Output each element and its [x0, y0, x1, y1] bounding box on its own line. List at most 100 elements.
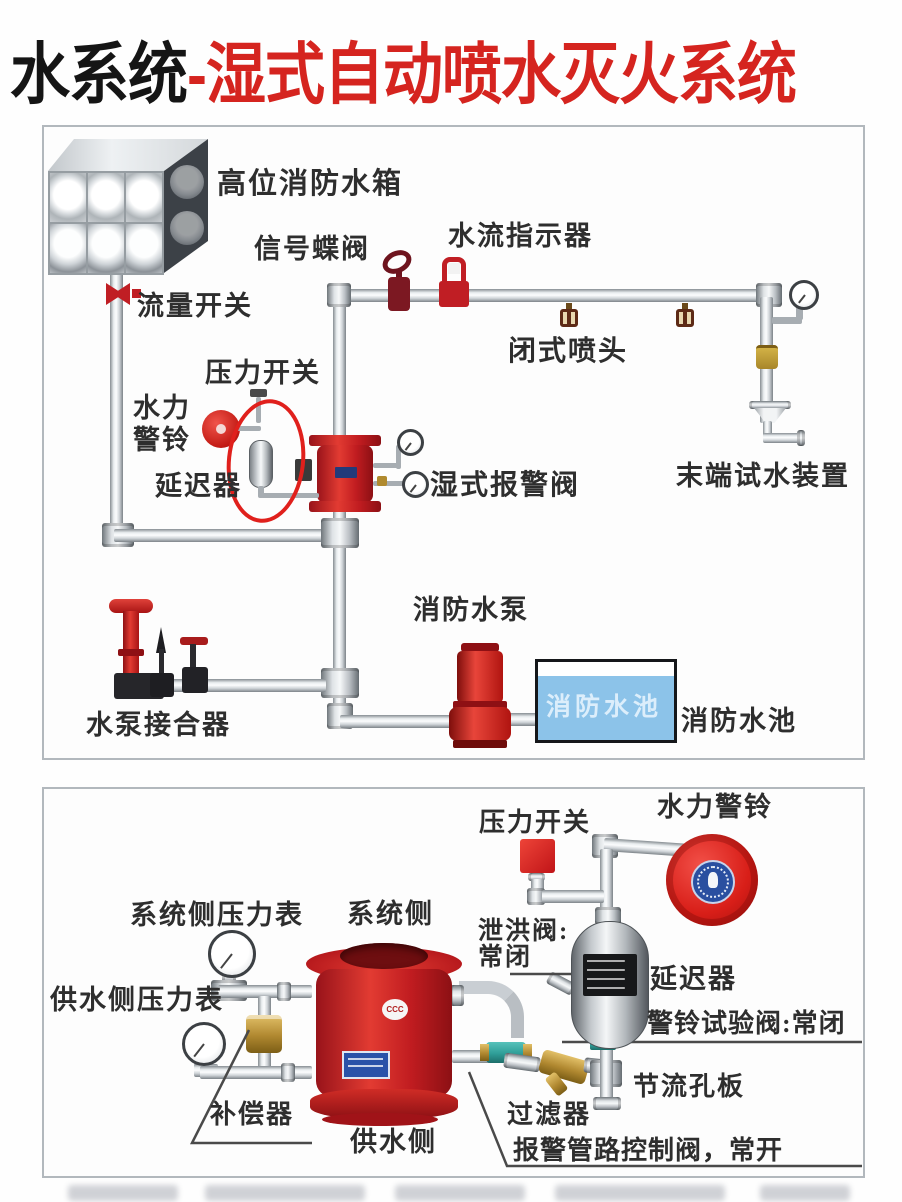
- label-tank: 高位消防水箱: [217, 168, 404, 200]
- wet-alarm-valve-icon: [317, 445, 373, 503]
- pipe-elbow: [327, 283, 351, 307]
- flow-indicator-body: [439, 281, 469, 307]
- pipe-flange: [450, 985, 464, 1006]
- valve-nut: [523, 1044, 532, 1061]
- valve-nut: [480, 1044, 489, 1061]
- pump-base: [453, 740, 507, 748]
- label-bell: 水力警铃: [657, 792, 773, 822]
- hydrant-collar: [118, 649, 144, 656]
- label-drain-valve-l2: 常闭: [478, 944, 533, 971]
- gauge-stem: [796, 304, 803, 320]
- pressure-switch-box: [520, 839, 555, 873]
- pressure-gauge-icon: [397, 429, 424, 456]
- pressure-gauge-icon: [789, 280, 819, 310]
- pump-suction-pipe: [340, 715, 462, 728]
- valve-spindle: [156, 627, 166, 653]
- bell-hub: [216, 424, 226, 434]
- chamber-label: [583, 954, 637, 996]
- hydraulic-alarm-bell: [666, 832, 760, 928]
- valve-opening: [340, 943, 428, 969]
- pipe-tee: [321, 518, 359, 548]
- label-filter: 过滤器: [507, 1100, 592, 1129]
- sprinkler-icon: [559, 303, 579, 329]
- funnel-rim: [749, 401, 791, 409]
- signal-butterfly-valve-icon: [388, 277, 410, 311]
- label-orifice: 节流孔板: [633, 1072, 746, 1101]
- system-schematic-panel: 消防水池 高位消防水箱 信号蝶阀 水流指示器 流量开关 压力开关 水力 警铃 延…: [42, 125, 865, 760]
- label-pump-connector: 水泵接合器: [86, 710, 231, 740]
- label-flow-indicator: 水流指示器: [448, 221, 593, 251]
- pressure-switch-fitting: [250, 389, 267, 397]
- elevated-fire-water-tank: [48, 139, 208, 275]
- tank-panel: [88, 224, 124, 273]
- label-compensator: 补偿器: [210, 1100, 295, 1129]
- retarder-top-pipe: [256, 397, 261, 423]
- tank-panel: [50, 173, 86, 222]
- trim-valve: [377, 476, 387, 486]
- hydrant-body: [123, 611, 139, 675]
- title-prefix: 水系统: [10, 36, 188, 112]
- sprinkler-bulb: [683, 312, 687, 324]
- control-valve-leader: [467, 1071, 862, 1168]
- label-system-side: 系统侧: [347, 899, 434, 929]
- pipe-elbow: [527, 888, 545, 905]
- pipe-tee: [321, 668, 359, 698]
- flow-indicator-window: [448, 263, 460, 274]
- pump-connector-icon: [102, 597, 222, 707]
- tank-panel: [126, 173, 162, 222]
- supply-side-gauge-icon: [182, 1022, 226, 1066]
- valve-nameplate: [342, 1051, 390, 1079]
- label-pump: 消防水泵: [413, 595, 529, 625]
- tank-front-face: [48, 171, 164, 275]
- label-flow-switch: 流量开关: [137, 291, 253, 321]
- label-signal-valve: 信号蝶阀: [254, 234, 370, 264]
- label-retarder: 延迟器: [155, 471, 242, 501]
- valve-handle: [180, 637, 208, 645]
- label-alarm-bell-l1: 水力: [133, 393, 191, 423]
- sprinkler-icon: [675, 303, 695, 329]
- drain-pipe: [763, 421, 772, 437]
- tank-panel: [88, 173, 124, 222]
- compensator-leader: [189, 1029, 312, 1145]
- flow-switch-sensor: [132, 289, 141, 298]
- chamber-neck: [595, 907, 621, 925]
- test-valve-icon: [756, 345, 778, 369]
- gauge-link: [772, 317, 802, 324]
- pipe-segment: [110, 273, 123, 531]
- label-drain-valve-l1: 泄洪阀:: [478, 918, 570, 945]
- label-bell-test-valve: 警铃试验阀:常闭: [647, 1009, 846, 1038]
- cutoff-text-blur: [555, 1185, 725, 1201]
- pipe-coupling: [277, 982, 291, 1001]
- system-side-gauge-icon: [208, 930, 256, 978]
- pump-motor-cap: [461, 643, 499, 652]
- label-end-test: 末端试水装置: [676, 461, 850, 491]
- drain-outlet: [797, 430, 805, 446]
- label-retarder: 延迟器: [650, 964, 737, 994]
- label-sprinkler: 闭式喷头: [508, 336, 629, 367]
- fire-water-pool: 消防水池: [535, 659, 677, 743]
- gauge-pipe: [373, 481, 409, 486]
- label-control-valve: 报警管路控制阀，常开: [513, 1136, 784, 1165]
- sprinkler-bulb: [567, 312, 571, 324]
- label-alarm-bell-l2: 警铃: [133, 425, 191, 455]
- leader-lines: [189, 972, 862, 1168]
- cutoff-text-blur: [760, 1185, 850, 1201]
- gauge-pipe: [373, 463, 399, 468]
- cutoff-text-blur: [68, 1185, 178, 1201]
- label-pressure-switch: 压力开关: [205, 358, 321, 388]
- pool-watermark: 消防水池: [546, 694, 663, 721]
- pump-ring: [453, 701, 507, 709]
- label-supply-side: 供水侧: [350, 1127, 437, 1157]
- retarder-link-pipe: [261, 493, 319, 498]
- alarm-valve-top-flange: [309, 435, 381, 446]
- ccc-certification-mark: CCC: [382, 999, 408, 1020]
- alarm-valve-bottom-flange: [309, 501, 381, 512]
- alarm-bell-icon: [202, 410, 240, 448]
- bell-logo: [691, 860, 735, 904]
- label-pool: 消防水池: [681, 706, 797, 736]
- bell-link-pipe: [237, 426, 261, 431]
- cutoff-text-blur: [395, 1185, 525, 1201]
- tank-panel-bulge: [170, 211, 204, 245]
- gate-valve-body: [150, 673, 174, 697]
